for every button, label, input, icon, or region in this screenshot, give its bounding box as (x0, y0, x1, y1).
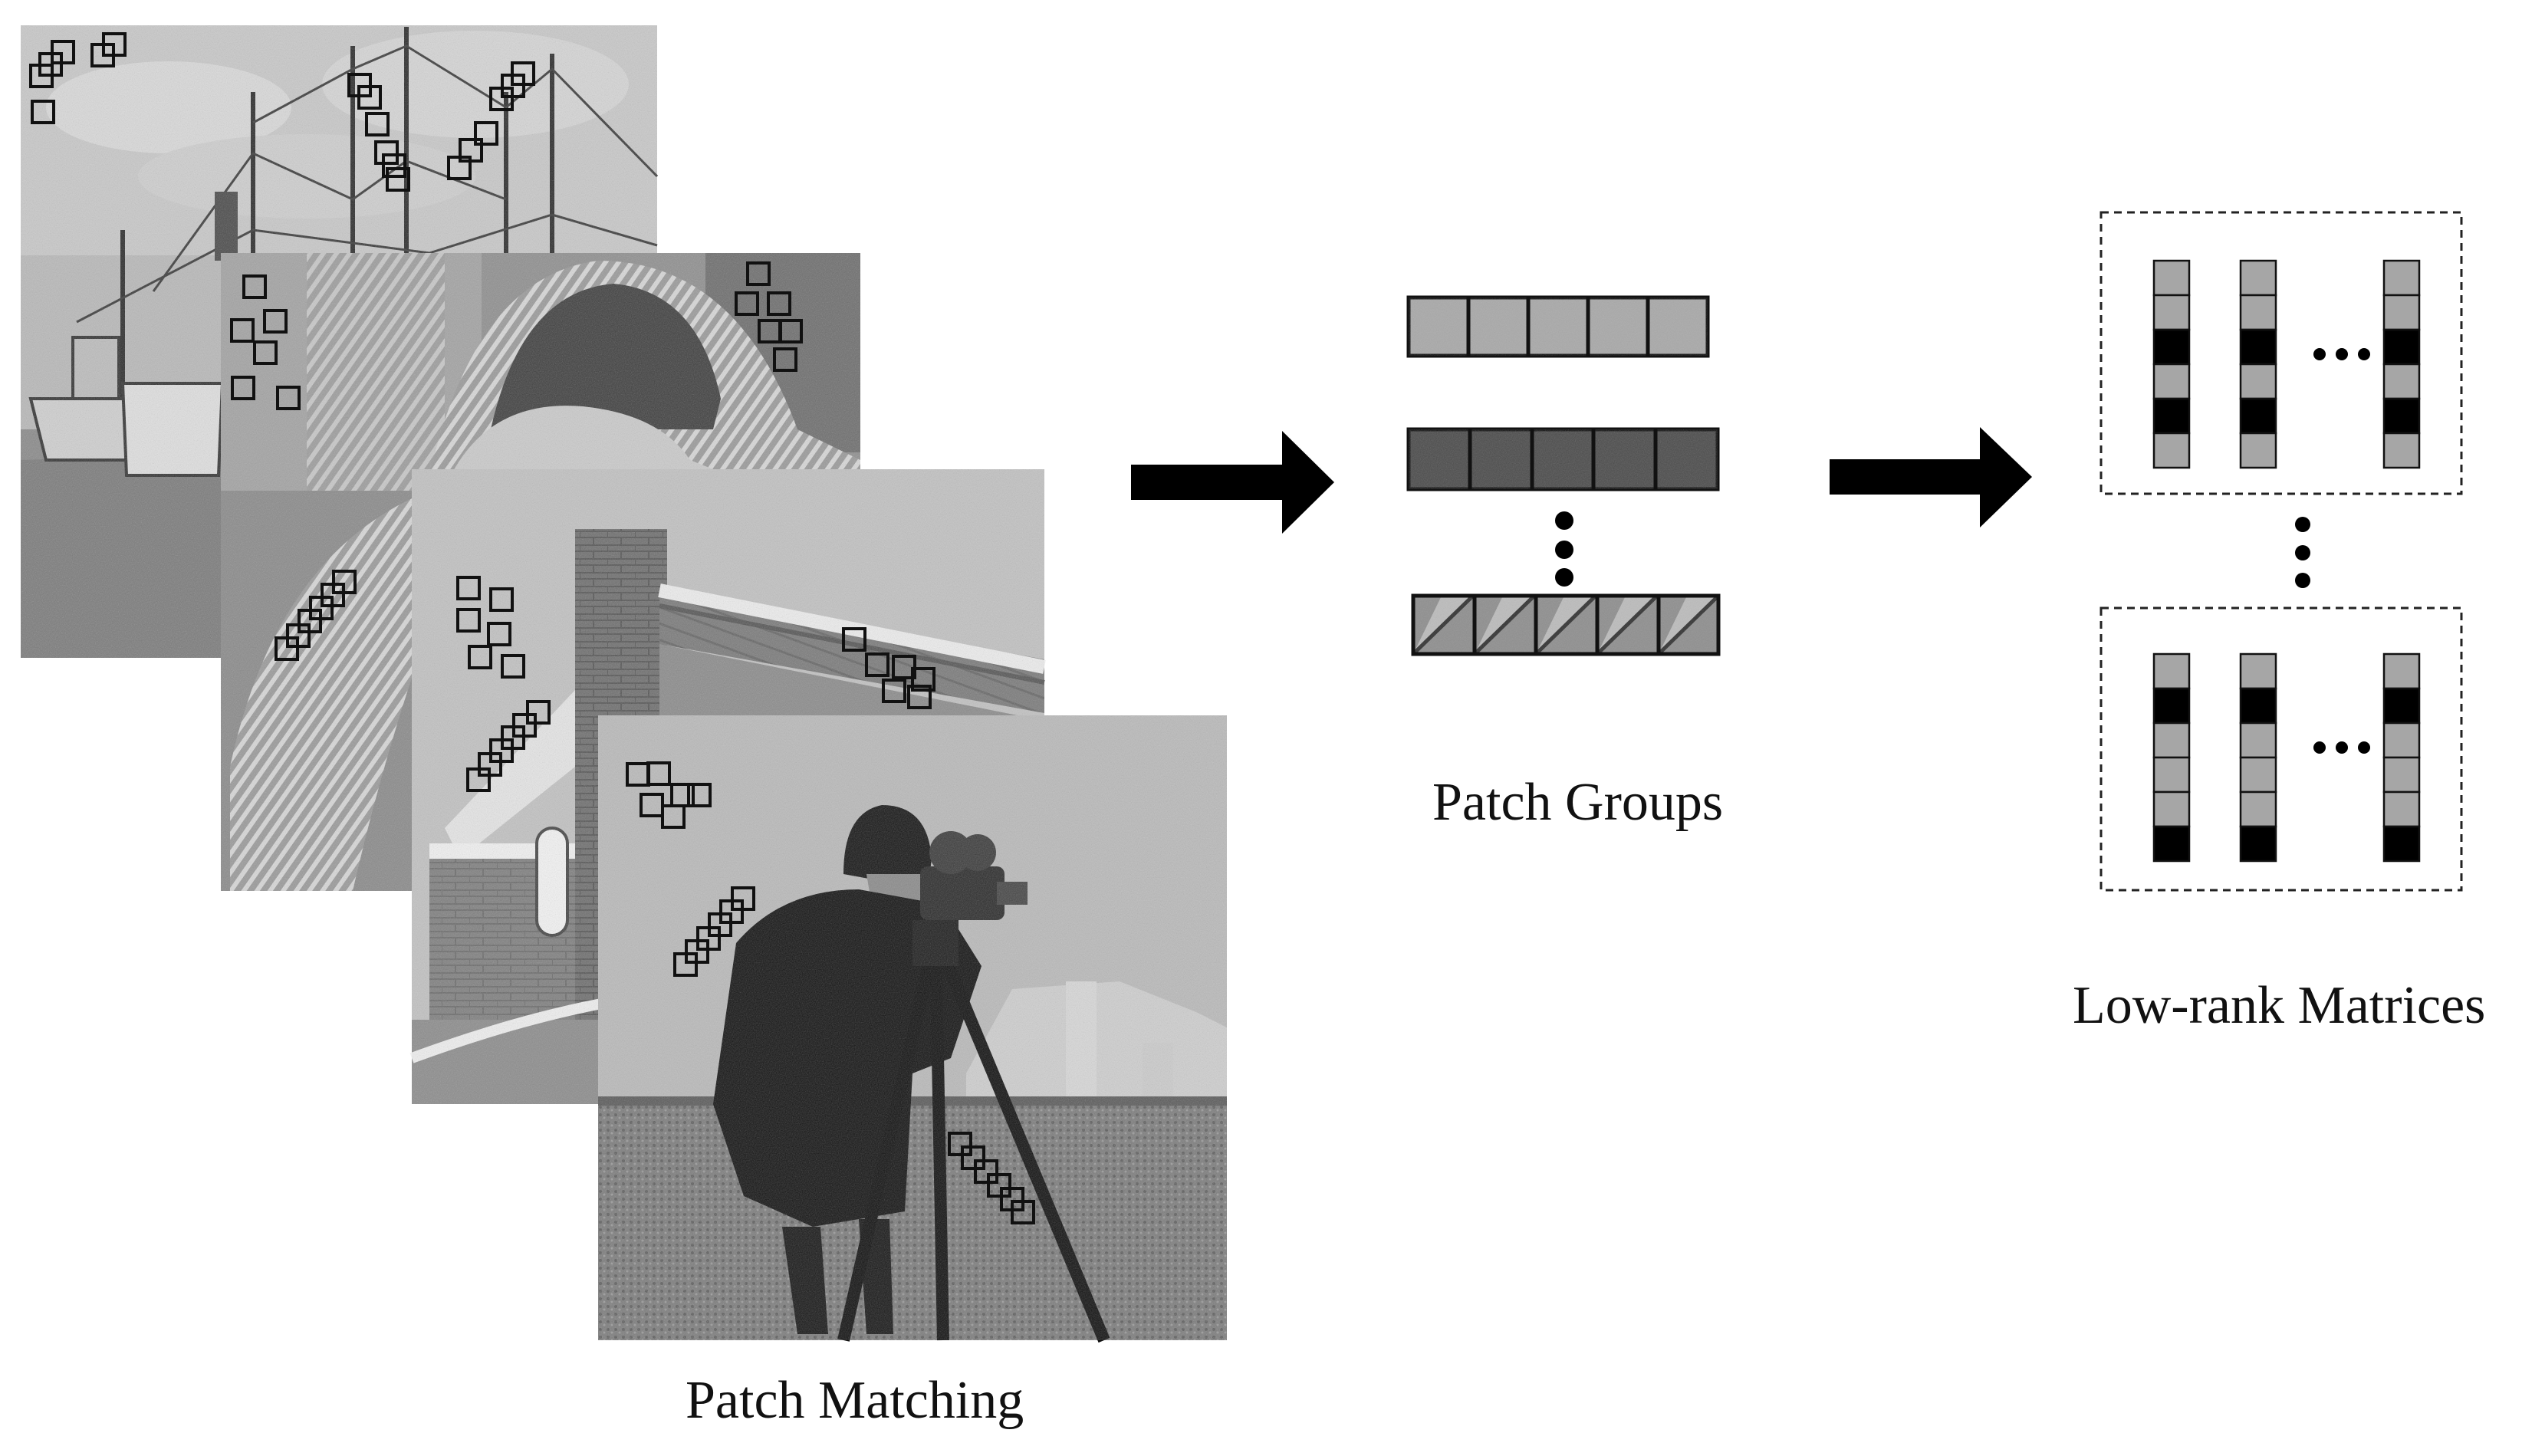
matrix-block (2099, 606, 2463, 892)
matrix-cell (2152, 363, 2191, 400)
matrix-cell (2152, 294, 2191, 331)
matrix-column (2239, 259, 2277, 469)
matrix-cell (2152, 397, 2191, 435)
matrix-cell (2239, 825, 2277, 863)
matrix-cell (2152, 790, 2191, 828)
matrix-cell (2382, 328, 2421, 366)
matrix-cell (2152, 756, 2191, 794)
matrix-cell (2382, 825, 2421, 863)
patch-matching-caption: Patch Matching (686, 1371, 1024, 1430)
matrix-cell (2239, 397, 2277, 435)
vertical-ellipsis-icon (2295, 517, 2310, 588)
matrix-cell (2382, 432, 2421, 469)
patch-group-row (1406, 427, 1720, 491)
low-rank-matrices (2099, 211, 2463, 892)
matrix-cell (2239, 259, 2277, 297)
matrix-cell (2152, 432, 2191, 469)
patch-groups (1406, 295, 1721, 656)
matrix-cell (2239, 652, 2277, 690)
ellipsis-icon (1555, 511, 1573, 587)
matrix-cell (2239, 328, 2277, 366)
horizontal-ellipsis-icon (2313, 348, 2370, 754)
matrix-block (2099, 211, 2463, 495)
patch-group-row (1411, 593, 1721, 656)
matrix-cell (2239, 432, 2277, 469)
matrix-cell (2152, 825, 2191, 863)
patch-groups-caption: Patch Groups (1432, 773, 1724, 832)
matrix-column (2239, 652, 2277, 863)
matrix-cell (2382, 259, 2421, 297)
matrix-cell (2152, 721, 2191, 759)
arrow-right-icon (1131, 431, 1334, 534)
matrix-column (2152, 652, 2191, 863)
matrix-cell (2382, 652, 2421, 690)
matrix-cell (2382, 363, 2421, 400)
matrix-cell (2239, 756, 2277, 794)
matrix-cell (2382, 397, 2421, 435)
matrix-cell (2239, 687, 2277, 725)
matrix-cell (2382, 756, 2421, 794)
low-rank-matrices-caption: Low-rank Matrices (2073, 976, 2486, 1035)
matrix-cell (2152, 259, 2191, 297)
cameraman-image (598, 715, 1227, 1343)
matrix-column (2382, 652, 2421, 863)
patch-group-row (1406, 295, 1710, 358)
matrix-cell (2382, 294, 2421, 331)
matrix-cell (2239, 294, 2277, 331)
source-image-stack (21, 25, 1227, 1343)
matrix-cell (2239, 721, 2277, 759)
matrix-column (2382, 259, 2421, 469)
matrix-cell (2239, 363, 2277, 400)
matrix-cell (2382, 721, 2421, 759)
matrix-column (2152, 259, 2191, 469)
matrix-cell (2152, 328, 2191, 366)
matrix-cell (2239, 790, 2277, 828)
matrix-cell (2152, 687, 2191, 725)
matrix-cell (2382, 790, 2421, 828)
matrix-cell (2152, 652, 2191, 690)
arrow-right-icon (1830, 427, 2032, 528)
matrix-cell (2382, 687, 2421, 725)
